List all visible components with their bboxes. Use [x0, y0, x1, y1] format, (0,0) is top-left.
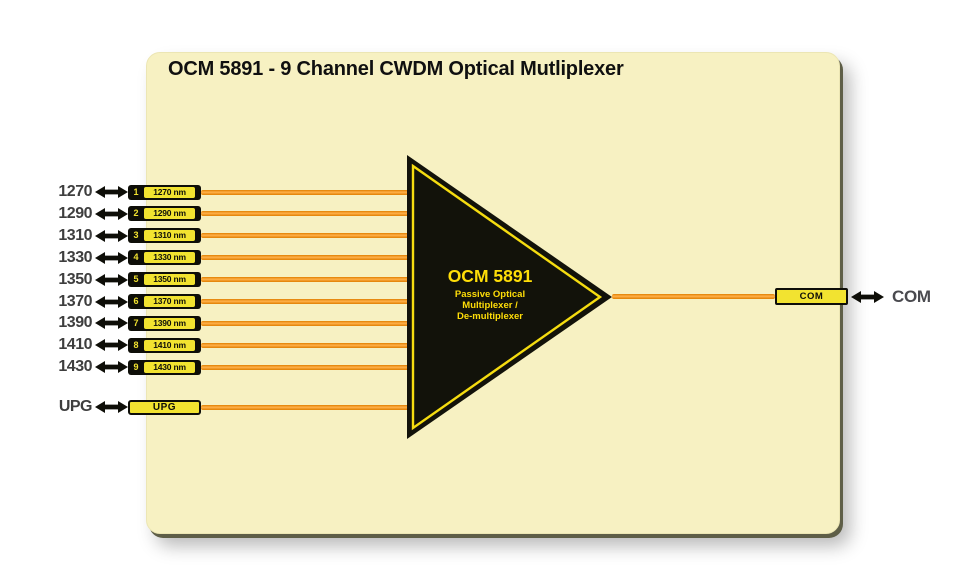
wavelength-label: 1430 — [58, 358, 92, 376]
channel-row: 1310 3 1310 nm — [50, 226, 410, 246]
bidirectional-arrow-icon — [95, 295, 128, 308]
upg-port-label: UPG — [58, 398, 93, 415]
upg-connector: UPG — [128, 399, 201, 415]
fiber-line — [201, 364, 410, 370]
wavelength-label: 1390 — [58, 314, 92, 332]
channel-connector: 5 1350 nm — [128, 272, 201, 288]
fiber-line — [612, 294, 775, 299]
channel-wavelength-box: 1310 nm — [144, 230, 195, 242]
bidirectional-arrow-icon — [95, 229, 128, 242]
fiber-line — [201, 404, 410, 410]
channel-connector: 8 1410 nm — [128, 337, 201, 353]
fiber-line — [201, 189, 410, 195]
bidirectional-arrow-icon — [95, 339, 128, 352]
device-desc-line2: Multiplexer / — [462, 300, 518, 311]
bidirectional-arrow-icon — [95, 251, 128, 264]
device-name: OCM 5891 — [448, 266, 533, 286]
channel-connector: 3 1310 nm — [128, 228, 201, 244]
bidirectional-arrow-icon — [95, 401, 128, 413]
channel-number-badge: 1 — [133, 186, 139, 197]
channel-row: 1430 9 1430 nm — [50, 357, 410, 377]
fiber-line — [201, 211, 410, 217]
channel-connector: 2 1290 nm — [128, 206, 201, 222]
channel-number-badge: 4 — [133, 252, 139, 263]
wavelength-label: 1310 — [58, 226, 92, 244]
channel-connector: 9 1430 nm — [128, 359, 201, 375]
channel-connector: 1 1270 nm — [128, 184, 201, 200]
channel-number-badge: 8 — [133, 339, 139, 350]
com-row: COM COM — [612, 286, 931, 307]
channel-row: 1270 1 1270 nm — [50, 182, 410, 202]
channel-row: 1410 8 1410 nm — [50, 335, 410, 355]
channel-connector: 4 1330 nm — [128, 250, 201, 266]
channel-number-badge: 9 — [133, 361, 139, 372]
fiber-line — [201, 233, 410, 239]
channel-wavelength-box: 1350 nm — [144, 274, 195, 286]
fiber-line — [201, 320, 410, 326]
channel-number-badge: 6 — [133, 296, 139, 306]
multiplexer-triangle: OCM 5891 Passive Optical Multiplexer / D… — [407, 155, 612, 439]
wavelength-label: 1270 — [58, 183, 92, 200]
triangle-body — [407, 155, 612, 439]
channel-number-badge: 2 — [133, 208, 139, 219]
device-desc-line1: Passive Optical — [455, 289, 525, 300]
channel-row: 1350 5 1350 nm — [50, 270, 410, 290]
channel-connector: 6 1370 nm — [128, 294, 201, 309]
com-port-label: COM — [892, 286, 931, 306]
channel-row: 1370 6 1370 nm — [50, 292, 410, 312]
bidirectional-arrow-icon — [95, 273, 128, 286]
channel-number-badge: 7 — [133, 317, 139, 328]
channel-connector: 7 1390 nm — [128, 315, 201, 331]
triangle-inner-border — [411, 163, 603, 431]
channel-wavelength-box: 1390 nm — [144, 317, 195, 329]
wavelength-label: 1370 — [58, 292, 92, 310]
wavelength-label: 1290 — [58, 204, 92, 222]
bidirectional-arrow-icon — [95, 317, 128, 330]
bidirectional-arrow-icon — [851, 290, 884, 303]
fiber-line — [201, 277, 410, 283]
wavelength-label: 1350 — [58, 270, 92, 288]
diagram-title: OCM 5891 - 9 Channel CWDM Optical Mutlip… — [168, 58, 624, 80]
bidirectional-arrow-icon — [95, 361, 128, 374]
channel-row: 1390 7 1390 nm — [50, 313, 410, 333]
channel-row: 1330 4 1330 nm — [50, 248, 410, 268]
fiber-line — [201, 255, 410, 261]
channel-wavelength-box: 1330 nm — [144, 252, 195, 264]
wavelength-label: 1330 — [58, 248, 92, 266]
device-desc-line3: De-multiplexer — [457, 311, 523, 322]
channel-row: 1290 2 1290 nm — [50, 204, 410, 224]
com-connector: COM — [775, 288, 848, 305]
fiber-line — [201, 299, 410, 304]
channel-number-badge: 3 — [133, 230, 139, 241]
bidirectional-arrow-icon — [95, 207, 128, 220]
channel-wavelength-box: 1430 nm — [144, 361, 195, 373]
channel-wavelength-box: 1370 nm — [144, 296, 195, 307]
upg-row: UPG UPG — [50, 397, 410, 417]
channel-wavelength-box: 1270 nm — [144, 186, 195, 198]
fiber-line — [201, 342, 410, 348]
wavelength-label: 1410 — [58, 336, 92, 354]
channel-number-badge: 5 — [133, 274, 139, 285]
bidirectional-arrow-icon — [95, 186, 128, 198]
channel-wavelength-box: 1410 nm — [144, 339, 195, 351]
channel-wavelength-box: 1290 nm — [144, 208, 195, 220]
